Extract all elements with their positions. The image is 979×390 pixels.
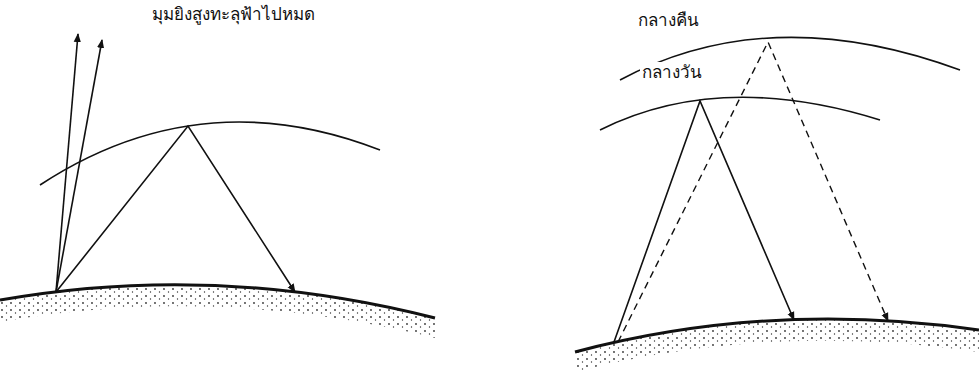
day-path	[614, 101, 794, 342]
ray-note: มุมยิงสูงทะลุฟ้าไปหมด	[150, 4, 317, 24]
earth-surface	[0, 285, 435, 318]
night-label: กลางคืน	[636, 10, 701, 30]
ground	[0, 285, 435, 338]
day-label: กลางวัน	[640, 62, 704, 82]
earth-surface	[575, 319, 979, 352]
sky-wave-path	[56, 126, 295, 292]
night-path	[618, 42, 888, 342]
day-layer	[600, 97, 880, 130]
ground	[575, 319, 979, 372]
ionosphere-layer	[40, 122, 380, 185]
escaping-ray	[56, 40, 102, 292]
escaping-ray	[56, 34, 78, 292]
